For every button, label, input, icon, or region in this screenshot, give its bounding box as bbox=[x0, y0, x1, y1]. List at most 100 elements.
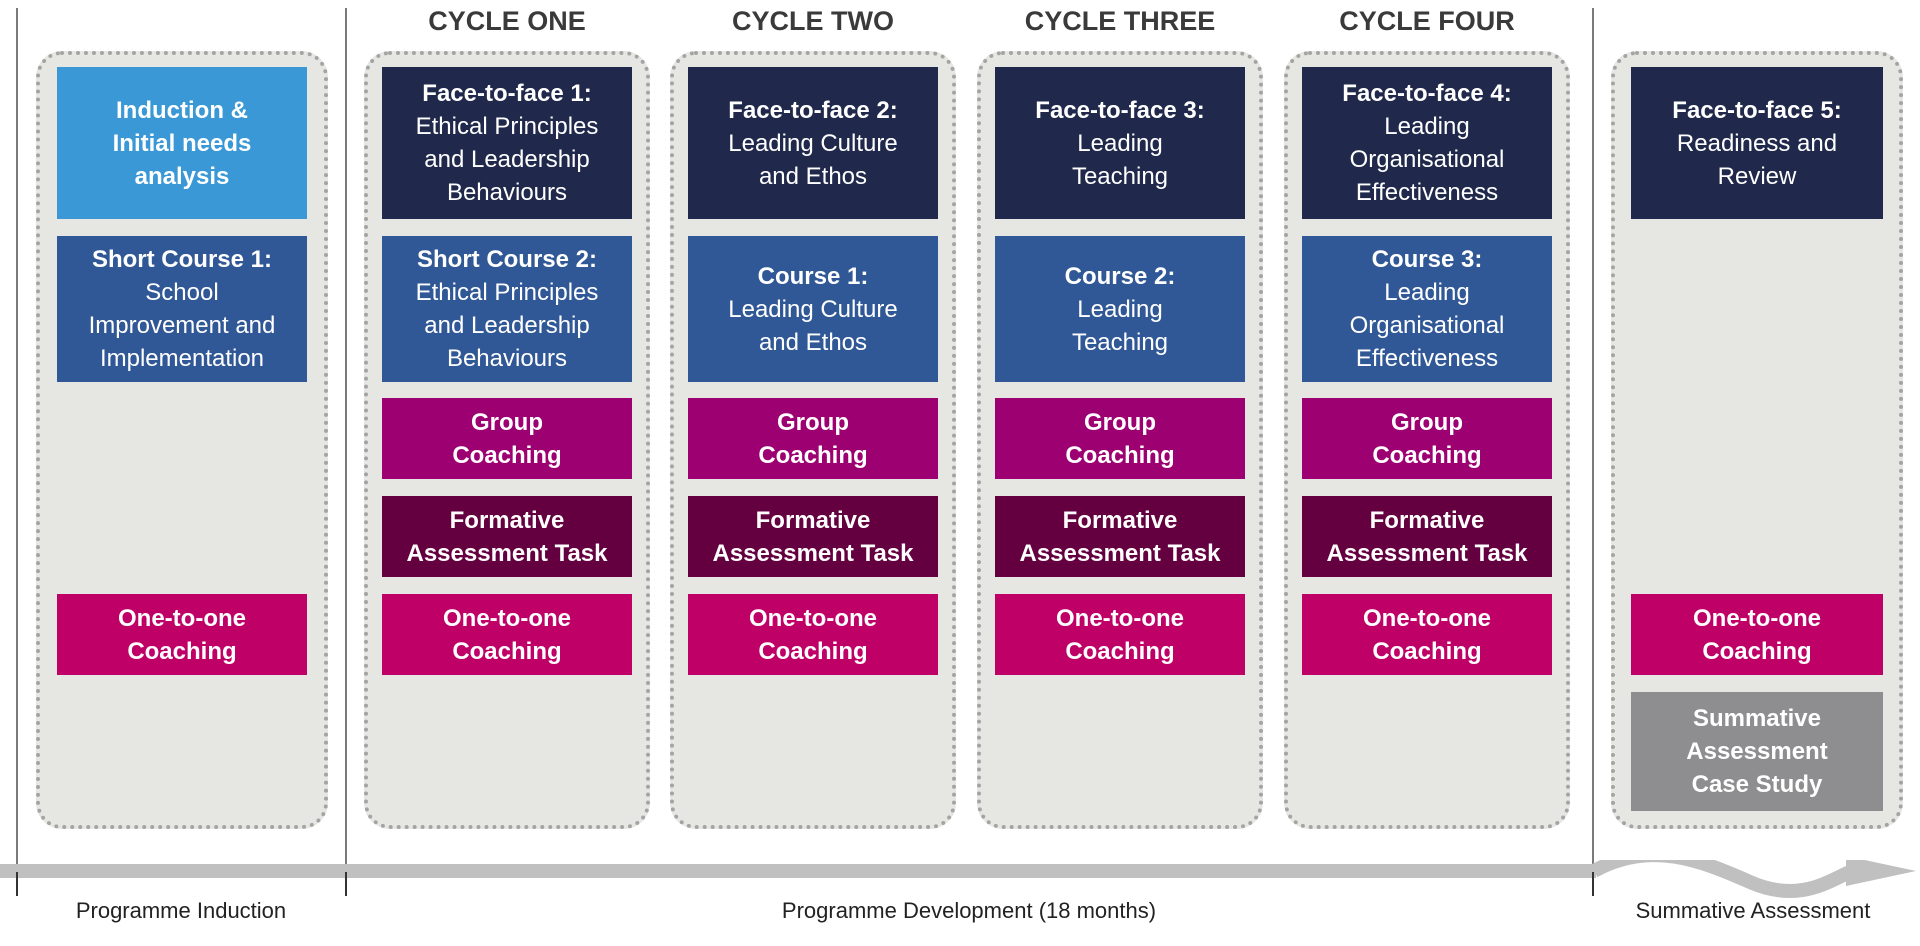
face-to-face-1-title: Face-to-face 1: bbox=[422, 80, 592, 107]
course-2-line2: Teaching bbox=[1071, 328, 1169, 356]
induction-box: Induction & Initial needs analysis bbox=[57, 67, 307, 219]
course-3-line1: Leading bbox=[1384, 279, 1470, 306]
short-course-1-title: Short Course 1: bbox=[91, 246, 272, 273]
face-to-face-1-line1: Ethical Principles bbox=[415, 113, 599, 140]
one-to-one-line2: Coaching bbox=[1065, 637, 1175, 665]
induction-line2: Initial needs bbox=[112, 129, 252, 157]
group-coaching-line2: Coaching bbox=[1372, 441, 1482, 469]
group-coaching-line2: Coaching bbox=[1065, 441, 1175, 469]
induction-line3: analysis bbox=[134, 162, 230, 190]
short-course-2-line3: Behaviours bbox=[446, 345, 568, 372]
face-to-face-2-line2: and Ethos bbox=[758, 162, 868, 190]
one-to-one-line2: Coaching bbox=[127, 637, 237, 665]
formative-line1: Formative bbox=[755, 506, 871, 534]
summative-line2: Assessment bbox=[1686, 738, 1828, 765]
course-2-title: Course 2: bbox=[1064, 262, 1176, 290]
course-2-box: Course 2: Leading Teaching bbox=[995, 236, 1245, 382]
group-coaching-line1: Group bbox=[471, 408, 543, 436]
timeline-wave bbox=[1590, 860, 1855, 898]
summative-line1: Summative bbox=[1692, 705, 1822, 732]
group-coaching-line1: Group bbox=[1391, 408, 1463, 436]
short-course-2-box: Short Course 2: Ethical Principles and L… bbox=[382, 236, 632, 382]
course-1-line1: Leading Culture bbox=[728, 295, 898, 323]
course-3-line3: Effectiveness bbox=[1355, 345, 1499, 372]
face-to-face-4-line2: Organisational bbox=[1349, 146, 1505, 173]
one-to-one-line2: Coaching bbox=[758, 637, 868, 665]
induction-line1: Induction & bbox=[116, 96, 248, 124]
face-to-face-1-box: Face-to-face 1: Ethical Principles and L… bbox=[382, 67, 632, 219]
course-3-line2: Organisational bbox=[1349, 312, 1505, 339]
face-to-face-3-line1: Leading bbox=[1077, 129, 1163, 157]
summative-case-study-box: Summative Assessment Case Study bbox=[1631, 692, 1883, 811]
cycle-two-title: CYCLE TWO bbox=[732, 6, 894, 36]
formative-line2: Assessment Task bbox=[406, 539, 608, 567]
separator-induction-development bbox=[345, 8, 347, 896]
short-course-2-line1: Ethical Principles bbox=[415, 279, 599, 306]
one-to-one-line1: One-to-one bbox=[1056, 604, 1184, 632]
course-1-box: Course 1: Leading Culture and Ethos bbox=[688, 236, 938, 382]
one-to-one-line1: One-to-one bbox=[118, 604, 246, 632]
cycle-three-title: CYCLE THREE bbox=[1024, 6, 1216, 36]
cycle-two-formative-box: Formative Assessment Task bbox=[688, 496, 938, 577]
summative-line3: Case Study bbox=[1691, 771, 1823, 798]
one-to-one-line1: One-to-one bbox=[443, 604, 571, 632]
face-to-face-4-line1: Leading bbox=[1384, 113, 1470, 140]
cycle-two-group-coaching-box: Group Coaching bbox=[688, 398, 938, 479]
face-to-face-5-line1: Readiness and bbox=[1676, 129, 1838, 157]
cycle-four-title: CYCLE FOUR bbox=[1339, 6, 1515, 36]
cycle-one-title: CYCLE ONE bbox=[428, 6, 586, 36]
phase-programme-development: Programme Development (18 months) bbox=[781, 898, 1157, 923]
formative-line1: Formative bbox=[1369, 506, 1485, 534]
one-to-one-line1: One-to-one bbox=[1693, 604, 1821, 632]
formative-line2: Assessment Task bbox=[1326, 539, 1528, 567]
separator-development-summative bbox=[1592, 8, 1594, 896]
one-to-one-line2: Coaching bbox=[1702, 637, 1812, 665]
cycle-one-one-to-one-box: One-to-one Coaching bbox=[382, 594, 632, 675]
phase-programme-induction: Programme Induction bbox=[75, 898, 287, 923]
summative-one-to-one-box: One-to-one Coaching bbox=[1631, 594, 1883, 675]
short-course-1-box: Short Course 1: School Improvement and I… bbox=[57, 236, 307, 382]
course-1-line2: and Ethos bbox=[758, 328, 868, 356]
group-coaching-line1: Group bbox=[1084, 408, 1156, 436]
arrow-head-icon bbox=[1846, 860, 1916, 886]
one-to-one-line1: One-to-one bbox=[1363, 604, 1491, 632]
face-to-face-2-line1: Leading Culture bbox=[728, 129, 898, 157]
short-course-1-line1: School bbox=[145, 279, 219, 306]
phase-summative-assessment: Summative Assessment bbox=[1635, 898, 1871, 923]
face-to-face-2-box: Face-to-face 2: Leading Culture and Etho… bbox=[688, 67, 938, 219]
short-course-2-title: Short Course 2: bbox=[416, 246, 598, 273]
face-to-face-4-line3: Effectiveness bbox=[1355, 179, 1499, 206]
cycle-three-one-to-one-box: One-to-one Coaching bbox=[995, 594, 1245, 675]
face-to-face-4-title: Face-to-face 4: bbox=[1342, 80, 1512, 107]
face-to-face-1-line3: Behaviours bbox=[446, 179, 568, 206]
course-1-title: Course 1: bbox=[757, 262, 869, 290]
course-3-title: Course 3: bbox=[1371, 246, 1483, 273]
timeline-bar bbox=[0, 864, 1596, 878]
one-to-one-line2: Coaching bbox=[1372, 637, 1482, 665]
induction-one-to-one-box: One-to-one Coaching bbox=[57, 594, 307, 675]
formative-line2: Assessment Task bbox=[712, 539, 914, 567]
short-course-1-line3: Implementation bbox=[99, 345, 265, 372]
group-coaching-line2: Coaching bbox=[758, 441, 868, 469]
face-to-face-5-line2: Review bbox=[1717, 162, 1797, 190]
cycle-three-formative-box: Formative Assessment Task bbox=[995, 496, 1245, 577]
timeline-arrow bbox=[0, 860, 1916, 898]
cycle-four-group-coaching-box: Group Coaching bbox=[1302, 398, 1552, 479]
face-to-face-2-title: Face-to-face 2: bbox=[728, 96, 898, 124]
formative-line1: Formative bbox=[1062, 506, 1178, 534]
formative-line2: Assessment Task bbox=[1019, 539, 1221, 567]
timeline-tick-induction bbox=[345, 872, 347, 896]
cycle-one-group-coaching-box: Group Coaching bbox=[382, 398, 632, 479]
one-to-one-line1: One-to-one bbox=[749, 604, 877, 632]
face-to-face-1-line2: and Leadership bbox=[424, 146, 590, 173]
face-to-face-5-title: Face-to-face 5: bbox=[1672, 96, 1842, 124]
cycle-four-formative-box: Formative Assessment Task bbox=[1302, 496, 1552, 577]
group-coaching-line1: Group bbox=[777, 408, 849, 436]
cycle-three-group-coaching-box: Group Coaching bbox=[995, 398, 1245, 479]
one-to-one-line2: Coaching bbox=[452, 637, 562, 665]
cycle-one-formative-box: Formative Assessment Task bbox=[382, 496, 632, 577]
separator-left bbox=[16, 8, 18, 896]
short-course-1-line2: Improvement and bbox=[88, 312, 276, 339]
face-to-face-5-box: Face-to-face 5: Readiness and Review bbox=[1631, 67, 1883, 219]
timeline-tick-summative bbox=[1592, 872, 1594, 896]
